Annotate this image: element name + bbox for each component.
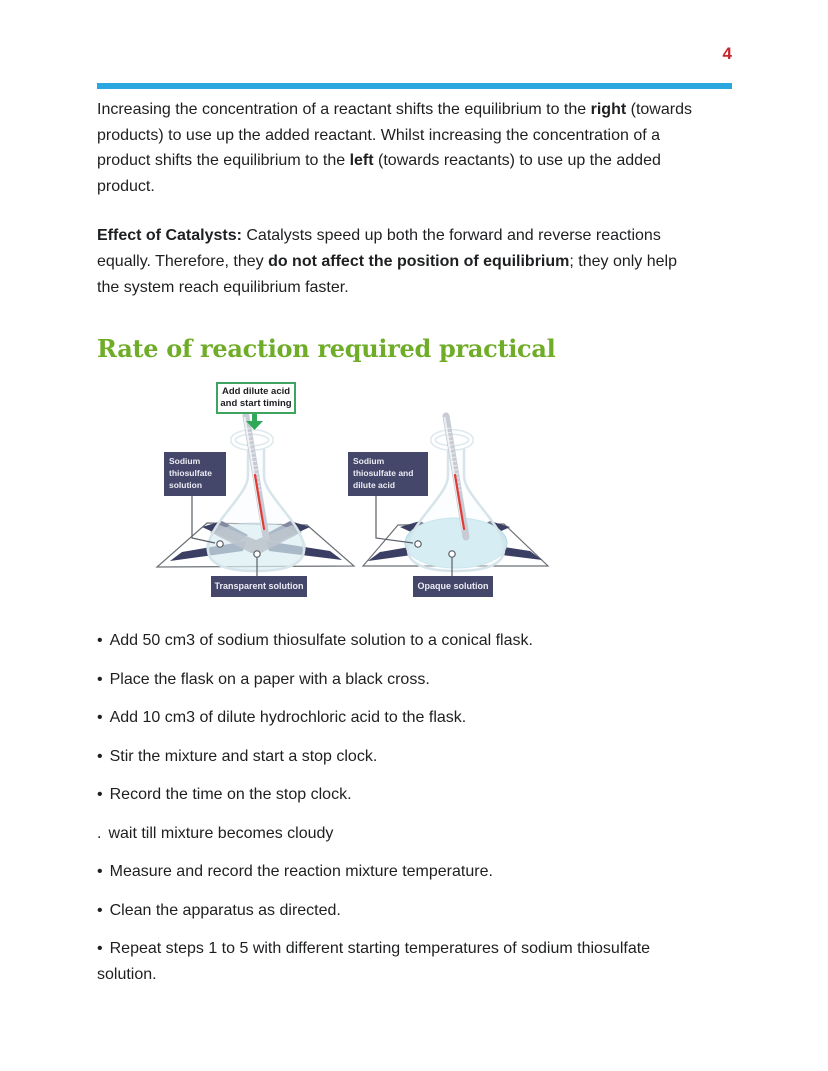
- bullet-marker: •: [97, 747, 103, 765]
- text-run: ; they only help the system reach equili…: [97, 252, 677, 296]
- label-line: Sodium: [353, 456, 385, 467]
- bullet-marker: •: [97, 901, 103, 919]
- list-item: • Add 50 cm3 of sodium thiosulfate soluti…: [97, 628, 702, 654]
- step-text: Repeat steps 1 to 5 with different start…: [97, 940, 651, 984]
- marker-dot: [253, 550, 261, 558]
- callout-line: and start timing: [220, 398, 292, 410]
- label-line: thiosulfate: [169, 468, 212, 479]
- step-text: wait till mixture becomes cloudy: [108, 824, 334, 842]
- callout-line: Add dilute acid: [221, 386, 291, 398]
- paragraph-catalysts: Effect of Catalysts: Catalysts speed up …: [97, 223, 702, 300]
- flask-left: [206, 444, 306, 573]
- experiment-diagram: Add dilute acid and start timing Sodium …: [150, 380, 610, 606]
- step-text: Stir the mixture and start a stop clock.: [109, 747, 378, 765]
- flask-right: [406, 444, 506, 573]
- bullet-marker: •: [97, 863, 103, 881]
- text-run: (towards products) to use up the added r…: [97, 101, 692, 170]
- text-run-bold: Effect of Catalysts:: [97, 227, 242, 245]
- label-line: solution: [169, 479, 203, 490]
- list-item: • Record the time on the stop clock.: [97, 782, 702, 808]
- right-apparatus: [361, 412, 550, 577]
- step-text: Clean the apparatus as directed.: [109, 901, 341, 919]
- label-sodium-thiosulfate-and-acid: Sodium thiosulfate and dilute acid: [348, 452, 428, 497]
- list-item: •Repeat steps 1 to 5 with different star…: [97, 936, 702, 988]
- step-text: Place the flask on a paper with a black …: [109, 670, 430, 688]
- method-steps-list: • Add 50 cm3 of sodium thiosulfate soluti…: [97, 628, 702, 988]
- text-run: Catalysts speed up both the forward and …: [97, 227, 661, 270]
- bullet-marker: •: [97, 786, 103, 804]
- experiment-diagram-svg: [155, 411, 550, 577]
- list-item: • Add 10 cm3 of dilute hydrochloric acid …: [97, 705, 702, 731]
- label-line: Sodium: [169, 456, 201, 467]
- leader-right-label: [375, 496, 414, 544]
- list-item: • Clean the apparatus as directed.: [97, 898, 702, 924]
- label-line: thiosulfate and: [353, 468, 414, 479]
- text-run-bold: right: [590, 101, 627, 118]
- marker-dot: [414, 540, 422, 548]
- paragraph-equilibrium-shift: Increasing the concentration of a reacta…: [97, 97, 702, 199]
- bullet-marker: •: [97, 670, 103, 688]
- list-item: • Place the flask on a paper with a black…: [97, 667, 702, 693]
- step-text: Add 50 cm3 of sodium thiosulfate solutio…: [109, 632, 533, 650]
- text-run: (towards reactants) to use up the added …: [97, 152, 661, 195]
- header-rule: [97, 83, 732, 89]
- down-arrow-icon: [246, 411, 263, 431]
- label-sodium-thiosulfate-solution: Sodium thiosulfate solution: [164, 452, 226, 497]
- label-transparent-solution: Transparent solution: [211, 576, 307, 598]
- liquid-opaque: [404, 517, 508, 569]
- list-item: • Stir the mixture and start a stop clock…: [97, 744, 702, 770]
- text-run: Increasing the concentration of a reacta…: [97, 101, 591, 118]
- thermometer-left: [242, 412, 270, 541]
- section-heading: Rate of reaction required practical: [97, 334, 556, 364]
- cross-through-solution: [210, 525, 302, 554]
- text-run-bold: do not affect the position of equilibriu…: [268, 252, 570, 270]
- bullet-marker: •: [97, 940, 103, 958]
- bullet-marker: .: [97, 824, 102, 842]
- text-run-bold: left: [349, 152, 374, 170]
- step-text: Add 10 cm3 of dilute hydrochloric acid t…: [109, 709, 467, 727]
- bullet-marker: •: [97, 709, 103, 727]
- bullet-marker: •: [97, 632, 103, 650]
- page-content: Increasing the concentration of a reacta…: [97, 97, 702, 1001]
- label-line: dilute acid: [353, 479, 396, 490]
- step-text: Measure and record the reaction mixture …: [109, 863, 493, 881]
- step-text: Record the time on the stop clock.: [109, 786, 352, 804]
- label-opaque-solution: Opaque solution: [413, 576, 493, 598]
- marker-dot: [216, 540, 224, 548]
- left-apparatus: [155, 412, 356, 577]
- page-number: 4: [722, 44, 732, 63]
- callout-add-acid: Add dilute acid and start timing: [216, 382, 296, 414]
- list-item: . wait till mixture becomes cloudy: [97, 821, 702, 847]
- leader-left-label: [191, 496, 216, 544]
- marker-dot: [448, 550, 456, 558]
- thermometer-right: [442, 412, 470, 541]
- list-item: • Measure and record the reaction mixture…: [97, 859, 702, 885]
